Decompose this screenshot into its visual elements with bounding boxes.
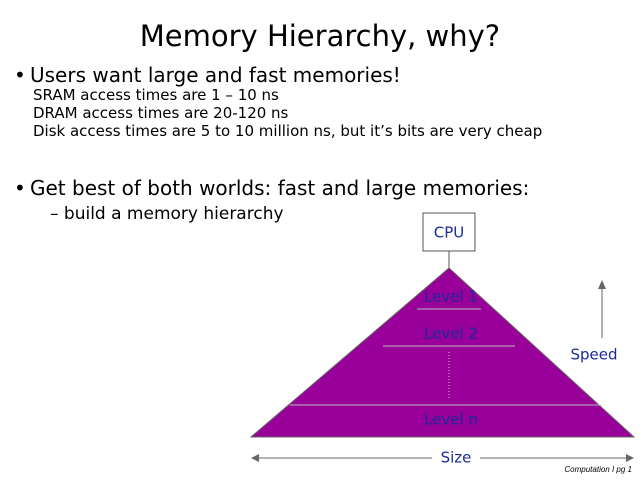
bullet-best-of-both: •Get best of both worlds: fast and large…: [14, 176, 529, 200]
footer-page-number: Computation I pg 1: [564, 465, 632, 474]
cpu-box: [422, 212, 476, 252]
sub-bullet-hierarchy: – build a memory hierarchy: [50, 204, 284, 224]
speed-arrow-head: [598, 280, 606, 289]
bullet-marker: •: [14, 63, 26, 87]
size-label-bg: [432, 448, 480, 468]
pyramid: [249, 267, 636, 438]
bullet-text: Users want large and fast memories!: [30, 63, 401, 87]
level-n-label: Level n: [424, 411, 478, 429]
bullet-text: Get best of both worlds: fast and large …: [30, 176, 530, 200]
size-arrow-head-right: [626, 454, 634, 462]
size-arrow-head-left: [251, 454, 259, 462]
disk-line: Disk access times are 5 to 10 million ns…: [33, 122, 543, 140]
bullet-marker: •: [14, 176, 26, 200]
size-label: Size: [441, 449, 472, 467]
bullet-large-fast: •Users want large and fast memories!: [14, 63, 401, 87]
cpu-label: CPU: [434, 224, 465, 242]
dram-line: DRAM access times are 20-120 ns: [33, 104, 289, 122]
sram-line: SRAM access times are 1 – 10 ns: [33, 86, 279, 104]
speed-label: Speed: [570, 346, 617, 364]
level-2-label: Level 2: [424, 325, 478, 343]
slide-title: Memory Hierarchy, why?: [139, 19, 501, 53]
level-1-label: Level 1: [424, 288, 478, 306]
